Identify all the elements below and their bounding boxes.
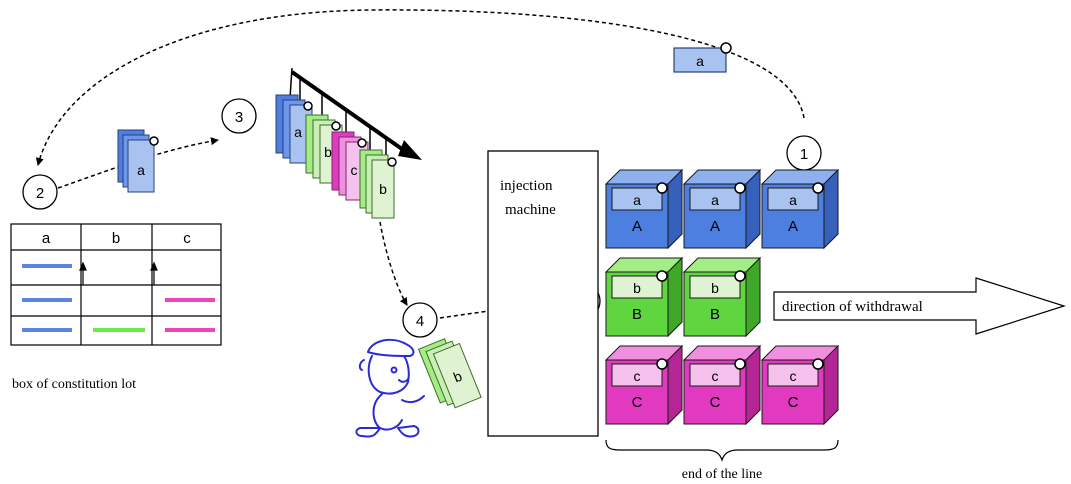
step-circle-2: 2 [22,174,58,210]
product-box-a-2: aA [682,168,762,250]
product-box-card-label: b [633,280,641,296]
board-bar-a-2 [22,298,72,302]
svg-text:4: 4 [416,313,424,330]
product-box-c-2: cC [682,344,762,426]
machine-label-line1: injection [500,178,553,194]
end-of-line-brace: end of the line [605,439,839,482]
kanban-card-a-returning: a [673,42,732,73]
svg-text:c: c [351,162,358,178]
board-header-c: c [183,230,191,247]
product-box-card [767,363,819,387]
withdrawal-arrow: direction of withdrawal [773,277,1066,335]
svg-text:a: a [294,124,302,140]
product-box-card [767,187,819,211]
step-circle-1: 1 [786,135,822,171]
svg-text:a: a [137,162,145,178]
svg-text:b: b [379,181,387,197]
card-hole [734,182,746,194]
product-box-label: C [710,394,721,411]
product-box-label: C [632,394,643,411]
worker-figure [355,338,425,438]
product-box-label: A [632,218,642,235]
product-box-b-1: bB [604,256,684,338]
board-caption: box of constitution lot [12,377,136,392]
product-box-a-1: aA [604,168,684,250]
product-box-card [611,363,663,387]
kanban-hanger-rail: a b c b [275,67,422,219]
svg-text:3: 3 [235,109,243,126]
board-marker-b [79,261,87,285]
injection-machine: injection machine [487,150,599,437]
svg-text:1: 1 [800,146,808,163]
product-box-label: A [788,218,798,235]
product-box-card-label: a [789,192,797,208]
board-header-a: a [42,230,51,247]
product-box-card [689,187,741,211]
product-box-c-1: cC [604,344,684,426]
product-box-card-label: c [634,368,641,384]
card-hole [734,270,746,282]
withdrawal-label: direction of withdrawal [782,299,923,315]
product-box-card-label: a [711,192,719,208]
card-hole [734,358,746,370]
product-box-a-3: aA [760,168,840,250]
product-box-card-label: c [712,368,719,384]
product-box-card-label: a [633,192,641,208]
product-box-label: C [788,394,799,411]
return-arrow-1-to-2 [35,9,805,166]
product-box-card-label: b [711,280,719,296]
product-box-card [611,275,663,299]
board-marker-c [150,261,158,285]
arrow-2-to-3 [57,137,219,189]
end-of-line-label: end of the line [682,467,762,482]
kanban-card-stack-a: a [117,129,159,193]
board-bar-c-1 [165,298,215,302]
board-header-b: b [112,230,120,247]
board-bar-b-1 [93,328,145,332]
product-box-label: B [710,306,720,323]
card-hole [812,358,824,370]
arrow-hanger-to-4 [379,221,408,306]
product-box-b-2: bB [682,256,762,338]
board-bar-c-2 [165,328,215,332]
lot-board: a b c [10,223,222,346]
product-box-label: A [710,218,720,235]
product-box-card-label: c [790,368,797,384]
product-box-c-3: cC [760,344,840,426]
product-box-card [689,275,741,299]
product-box-card [689,363,741,387]
machine-label-line2: machine [505,202,556,218]
step-circle-4: 4 [402,302,438,338]
product-box-label: B [632,306,642,323]
card-hole [656,182,668,194]
product-box-card [611,187,663,211]
board-bar-a-3 [22,328,72,332]
step-circle-3: 3 [221,98,257,134]
card-hole [812,182,824,194]
svg-text:2: 2 [36,185,44,202]
board-bar-a-1 [22,264,72,268]
card-hole [656,270,668,282]
worker-card-stack-b: b [417,338,482,409]
card-hole [656,358,668,370]
svg-text:b: b [324,144,332,160]
svg-text:a: a [696,53,704,69]
